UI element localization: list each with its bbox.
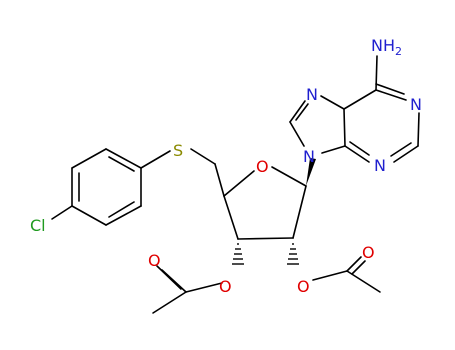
hashed-bond <box>287 243 299 265</box>
bond <box>312 270 348 281</box>
bond <box>152 291 187 314</box>
atom-layer: NH2 N N N N O S Cl O O O O <box>30 36 422 296</box>
bond <box>271 166 307 187</box>
bond <box>375 89 407 101</box>
bond <box>321 145 346 154</box>
bond <box>289 121 305 147</box>
bond <box>237 237 294 240</box>
bond <box>214 163 225 197</box>
bond-layer <box>51 55 420 314</box>
bond <box>71 148 107 169</box>
bond <box>108 156 135 172</box>
bond <box>346 256 362 272</box>
atom-o-carbonyl-3: O <box>148 251 161 270</box>
bond <box>156 265 182 290</box>
bond <box>223 170 255 197</box>
bond <box>375 55 378 91</box>
bond <box>289 100 306 123</box>
atom-o-ring: O <box>256 157 269 176</box>
bond <box>71 205 107 226</box>
bond <box>105 205 142 226</box>
bond <box>185 282 223 293</box>
bond <box>320 95 345 110</box>
bond <box>343 108 346 147</box>
atom-n3: N <box>374 156 386 175</box>
atom-cl: Cl <box>30 216 46 235</box>
hashed-bond <box>232 243 244 265</box>
bond <box>390 142 412 157</box>
bond <box>349 141 370 156</box>
bond <box>190 148 216 165</box>
bond <box>343 89 377 110</box>
bond <box>393 145 419 163</box>
atom-o-ester-3: O <box>219 277 232 296</box>
atom-nh2: NH2 <box>371 36 402 58</box>
atom-o-carbonyl-2: O <box>362 243 375 262</box>
bond <box>344 145 370 163</box>
bond <box>105 148 142 169</box>
atom-n7: N <box>306 85 318 104</box>
atom-n1: N <box>410 95 422 114</box>
bond <box>223 195 239 240</box>
atom-s: S <box>173 141 183 160</box>
wedge-bond <box>306 158 316 186</box>
bond <box>346 270 381 293</box>
bond <box>417 112 420 147</box>
bond <box>375 83 405 95</box>
atom-o-ester-2: O <box>297 277 310 296</box>
bond <box>108 201 135 218</box>
bond <box>351 260 366 275</box>
atom-n9: N <box>303 147 315 166</box>
bond <box>295 103 309 121</box>
bond <box>51 205 73 220</box>
bond <box>140 150 171 169</box>
bond <box>292 185 307 239</box>
